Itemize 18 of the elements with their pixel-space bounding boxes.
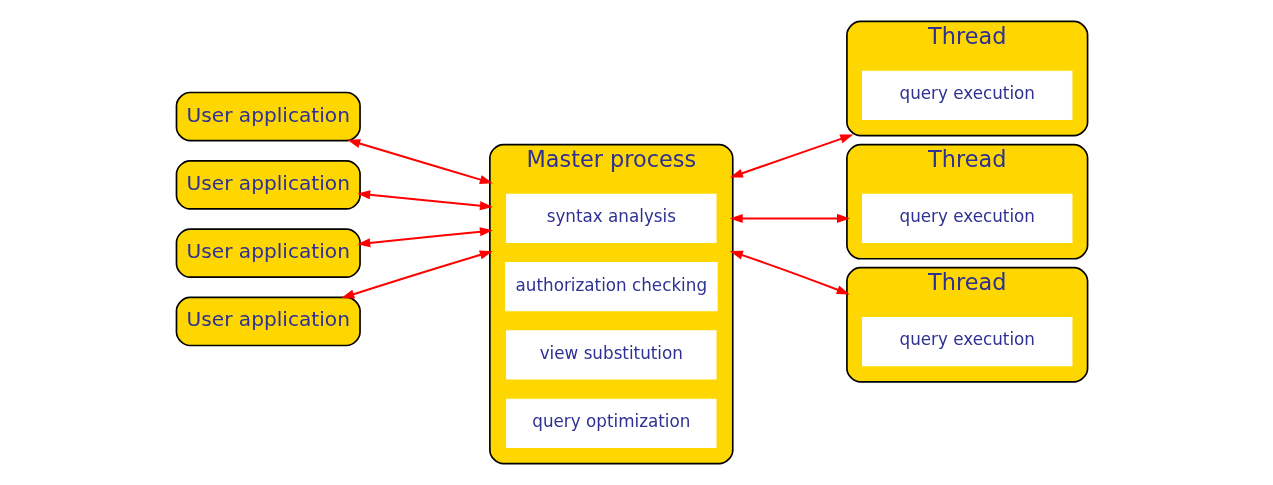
node-box: User application bbox=[175, 91, 361, 142]
arrow bbox=[729, 250, 850, 295]
node-box: query execution bbox=[862, 193, 1073, 244]
node-box: view substitution bbox=[506, 330, 717, 380]
arrow bbox=[347, 139, 493, 184]
arrow bbox=[357, 190, 493, 211]
arrow bbox=[357, 227, 493, 248]
node-box: User application bbox=[175, 228, 361, 279]
node-box: User application bbox=[175, 296, 361, 347]
arrow bbox=[729, 134, 854, 178]
node-box: query execution bbox=[862, 316, 1073, 367]
arrow bbox=[341, 250, 493, 299]
arrow bbox=[729, 213, 850, 223]
node-box: User application bbox=[175, 159, 361, 210]
node-box: query optimization bbox=[506, 398, 717, 448]
node-box: query execution bbox=[862, 70, 1073, 120]
node-box: authorization checking bbox=[505, 262, 718, 312]
node-box: syntax analysis bbox=[506, 193, 717, 244]
